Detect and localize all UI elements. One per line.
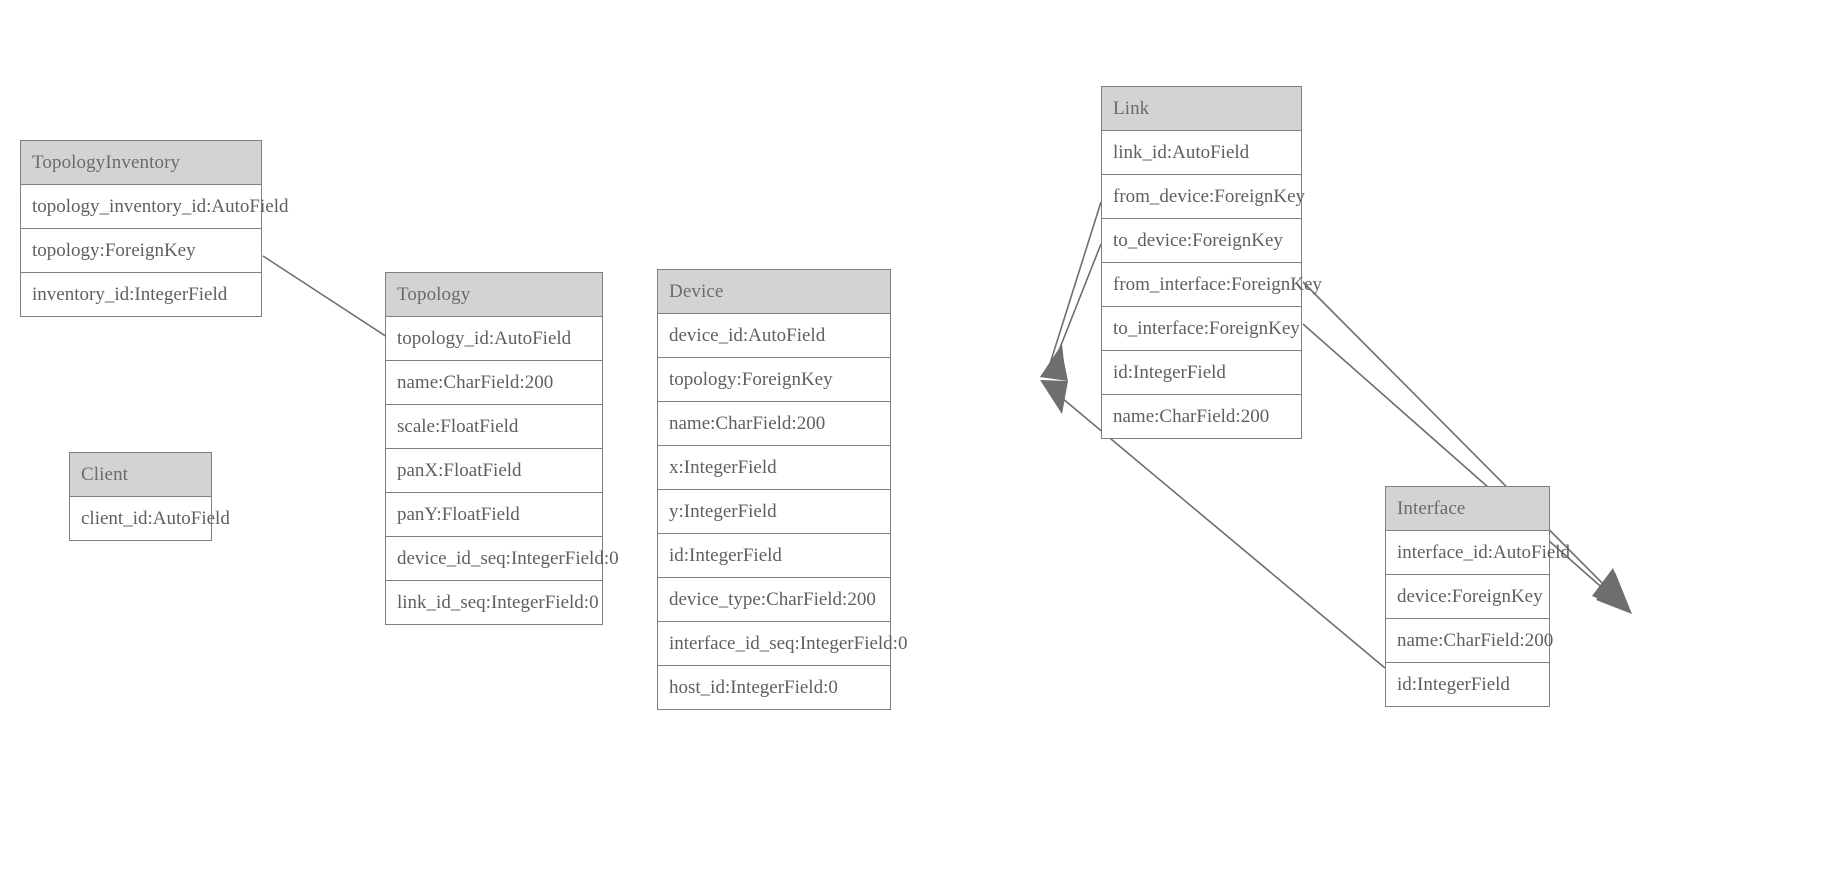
field-row[interactable]: topology_id:AutoField xyxy=(386,317,602,361)
field-row[interactable]: panX:FloatField xyxy=(386,449,602,493)
field-row[interactable]: id:IntegerField xyxy=(1386,663,1549,706)
field-row[interactable]: id:IntegerField xyxy=(658,534,890,578)
field-row[interactable]: link_id_seq:IntegerField:0 xyxy=(386,581,602,624)
field-row[interactable]: x:IntegerField xyxy=(658,446,890,490)
field-row[interactable]: host_id:IntegerField:0 xyxy=(658,666,890,709)
entity-title-interface: Interface xyxy=(1386,487,1549,531)
field-row[interactable]: topology_inventory_id:AutoField xyxy=(21,185,289,229)
field-row[interactable]: id:IntegerField xyxy=(1102,351,1301,395)
entity-title-topology_inventory: TopologyInventory xyxy=(21,141,261,185)
field-row[interactable]: interface_id_seq:IntegerField:0 xyxy=(658,622,907,666)
entity-title-link: Link xyxy=(1102,87,1301,131)
field-row[interactable]: topology:ForeignKey xyxy=(658,358,890,402)
entity-fields-client: client_id:AutoField xyxy=(70,497,230,540)
field-row[interactable]: name:CharField:200 xyxy=(386,361,602,405)
field-row[interactable]: to_interface:ForeignKey xyxy=(1102,307,1301,351)
edge-link-from-device xyxy=(1040,201,1102,380)
entity-title-topology: Topology xyxy=(386,273,602,317)
field-row[interactable]: scale:FloatField xyxy=(386,405,602,449)
field-row[interactable]: link_id:AutoField xyxy=(1102,131,1301,175)
field-row[interactable]: client_id:AutoField xyxy=(70,497,230,540)
field-row[interactable]: device:ForeignKey xyxy=(1386,575,1549,619)
edge-link-to-device xyxy=(1040,243,1102,381)
field-row[interactable]: topology:ForeignKey xyxy=(21,229,261,273)
entity-title-client: Client xyxy=(70,453,211,497)
entity-title-device: Device xyxy=(658,270,890,314)
field-row[interactable]: from_device:ForeignKey xyxy=(1102,175,1305,219)
field-row[interactable]: panY:FloatField xyxy=(386,493,602,537)
field-row[interactable]: name:CharField:200 xyxy=(1386,619,1553,663)
field-row[interactable]: from_interface:ForeignKey xyxy=(1102,263,1322,307)
field-row[interactable]: device_type:CharField:200 xyxy=(658,578,890,622)
field-row[interactable]: y:IntegerField xyxy=(658,490,890,534)
field-row[interactable]: device_id:AutoField xyxy=(658,314,890,358)
field-row[interactable]: name:CharField:200 xyxy=(1102,395,1301,438)
field-row[interactable]: inventory_id:IntegerField xyxy=(21,273,261,316)
field-row[interactable]: device_id_seq:IntegerField:0 xyxy=(386,537,619,581)
field-row[interactable]: interface_id:AutoField xyxy=(1386,531,1570,575)
field-row[interactable]: name:CharField:200 xyxy=(658,402,890,446)
field-row[interactable]: to_device:ForeignKey xyxy=(1102,219,1301,263)
